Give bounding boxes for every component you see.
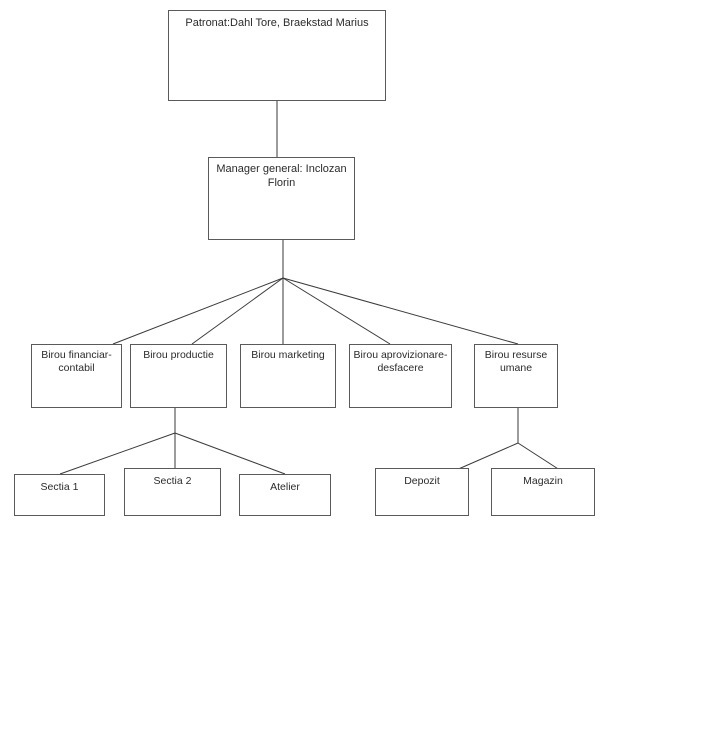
node-sectia-2-label: Sectia 2	[153, 475, 192, 487]
node-depozit[interactable]: Depozit	[375, 468, 469, 516]
node-birou-resurse-umane-label: Birou resurse umane	[484, 349, 548, 375]
edge-manager-financiar	[112, 277, 284, 345]
node-depozit-label: Depozit	[404, 475, 440, 487]
node-birou-marketing[interactable]: Birou marketing	[240, 344, 336, 408]
edge-manager-resurse	[282, 277, 519, 345]
edge-manager-aprovizionare	[282, 277, 391, 345]
node-birou-marketing-label: Birou marketing	[251, 349, 325, 361]
node-birou-productie[interactable]: Birou productie	[130, 344, 227, 408]
node-birou-resurse-umane[interactable]: Birou resurse umane	[474, 344, 558, 408]
node-atelier-label: Atelier	[270, 481, 300, 493]
node-atelier[interactable]: Atelier	[239, 474, 331, 516]
node-birou-aprovizionare-desfacere-label: Birou aprovizionare- desfacere	[353, 349, 448, 375]
node-sectia-1[interactable]: Sectia 1	[14, 474, 105, 516]
edge-manager-productie	[191, 277, 284, 345]
node-birou-productie-label: Birou productie	[143, 349, 214, 361]
node-manager-general[interactable]: Manager general: Inclozan Florin	[208, 157, 355, 240]
node-birou-aprovizionare-desfacere[interactable]: Birou aprovizionare- desfacere	[349, 344, 452, 408]
node-sectia-2[interactable]: Sectia 2	[124, 468, 221, 516]
node-birou-financiar-contabil-label: Birou financiar- contabil	[41, 349, 112, 375]
node-birou-financiar-contabil[interactable]: Birou financiar- contabil	[31, 344, 122, 408]
node-sectia-1-label: Sectia 1	[40, 481, 79, 493]
node-manager-general-label: Manager general: Inclozan Florin	[216, 163, 347, 189]
node-magazin[interactable]: Magazin	[491, 468, 595, 516]
node-patronat-label: Patronat:Dahl Tore, Braekstad Marius	[185, 17, 369, 29]
node-patronat[interactable]: Patronat:Dahl Tore, Braekstad Marius	[168, 10, 386, 101]
node-magazin-label: Magazin	[523, 475, 563, 487]
